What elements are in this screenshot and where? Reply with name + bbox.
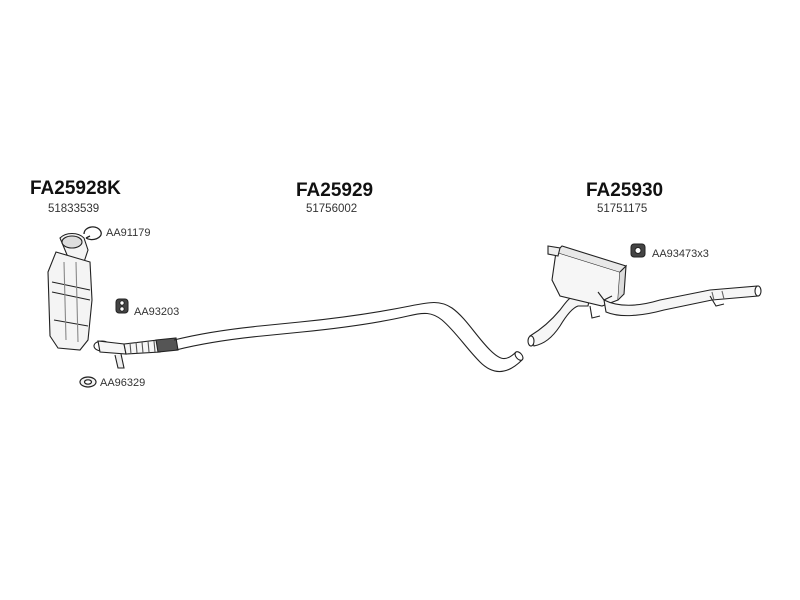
accessory-code-mount-right: AA93473x3	[652, 248, 709, 260]
rear-silencer	[527, 245, 762, 347]
accessory-code-gasket: AA96329	[100, 377, 146, 389]
rubber-mount-icon	[115, 298, 129, 314]
front-pipe	[93, 337, 179, 369]
gasket-icon	[79, 376, 97, 388]
clamp-icon	[83, 226, 102, 241]
accessory-code-mount-left: AA93203	[134, 306, 180, 318]
rubber-mount-right-icon	[630, 243, 646, 258]
middle-pipe	[173, 301, 524, 373]
part-code-middle-pipe: FA25929	[296, 180, 374, 201]
part-ref-middle-pipe: 51756002	[306, 203, 358, 215]
part-code-rear-silencer: FA25930	[586, 180, 664, 201]
part-code-catalytic: FA25928K	[30, 178, 121, 199]
part-ref-rear-silencer: 51751175	[597, 203, 648, 215]
catalytic-converter	[47, 232, 93, 351]
part-ref-catalytic: 51833539	[48, 203, 100, 215]
accessory-code-clamp: AA91179	[106, 227, 151, 239]
